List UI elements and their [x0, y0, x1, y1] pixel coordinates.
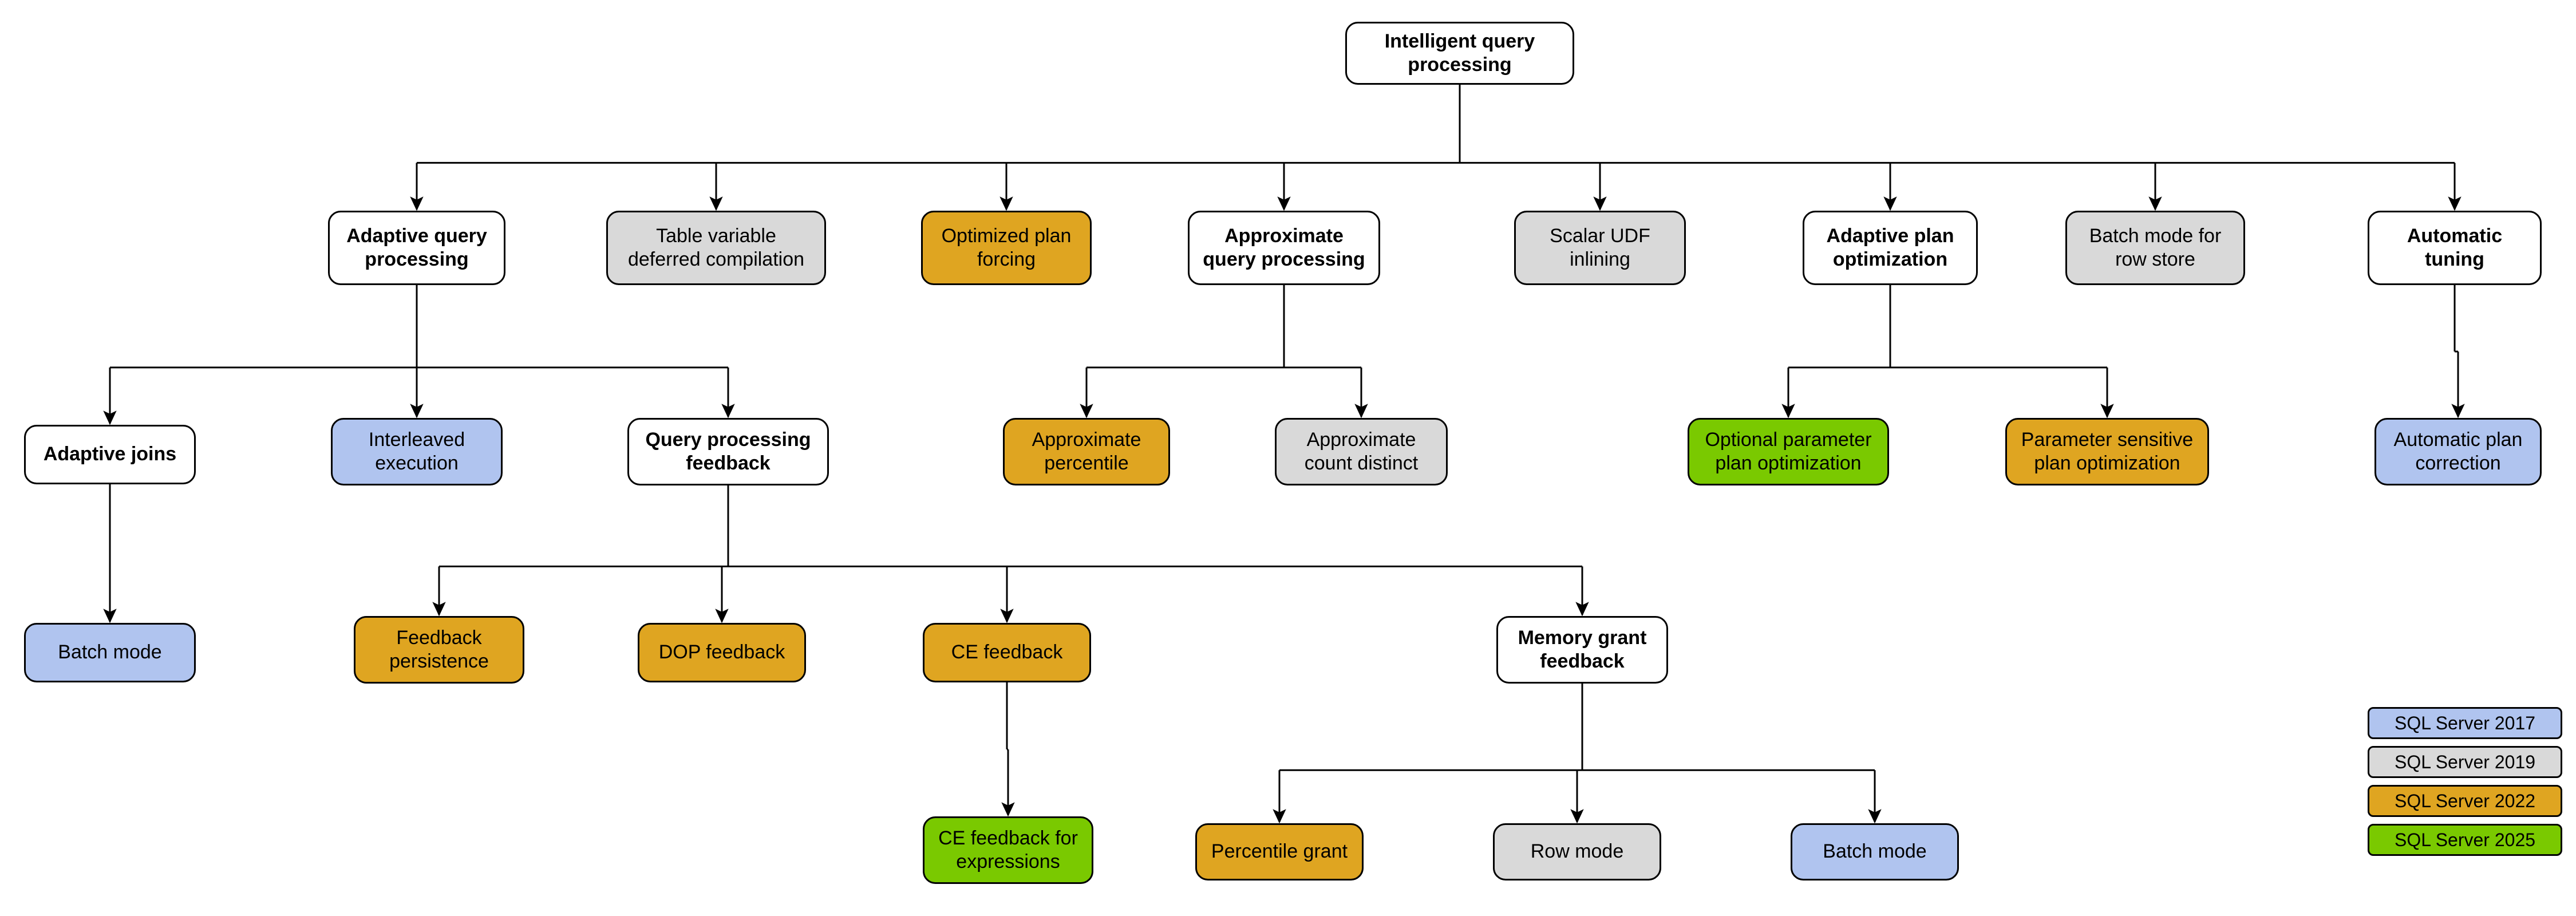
node-label: Row mode — [1530, 840, 1624, 863]
node-adaptive-plan-optimization[interactable]: Adaptive plan optimization — [1803, 211, 1978, 285]
node-label: Adaptive joins — [43, 443, 177, 465]
node-label: Parameter sensitive plan optimization — [2021, 428, 2194, 474]
node-optional-parameter-plan-optimization[interactable]: Optional parameter plan optimization — [1688, 418, 1889, 485]
node-approximate-percentile[interactable]: Approximate percentile — [1003, 418, 1170, 485]
node-adaptive-joins[interactable]: Adaptive joins — [24, 425, 196, 484]
node-label: Approximate count distinct — [1304, 428, 1419, 474]
node-label: Optimized plan forcing — [941, 224, 1072, 270]
node-label: Approximate query processing — [1203, 224, 1365, 270]
legend-item-label: SQL Server 2025 — [2394, 829, 2536, 850]
node-ce-feedback-for-expressions[interactable]: CE feedback for expressions — [923, 816, 1093, 884]
node-intelligent-query-processing[interactable]: Intelligent query processing — [1345, 22, 1574, 85]
node-row-mode[interactable]: Row mode — [1493, 823, 1661, 881]
legend-item-legend-sql-server-2025: SQL Server 2025 — [2368, 824, 2562, 856]
node-parameter-sensitive-plan-optimization[interactable]: Parameter sensitive plan optimization — [2005, 418, 2209, 485]
legend-item-legend-sql-server-2019: SQL Server 2019 — [2368, 746, 2562, 778]
node-label: Batch mode for row store — [2089, 224, 2222, 270]
legend-item-legend-sql-server-2017: SQL Server 2017 — [2368, 707, 2562, 739]
node-interleaved-execution[interactable]: Interleaved execution — [331, 418, 503, 485]
node-label: DOP feedback — [658, 641, 785, 664]
node-approximate-count-distinct[interactable]: Approximate count distinct — [1275, 418, 1448, 485]
node-feedback-persistence[interactable]: Feedback persistence — [354, 616, 524, 684]
node-label: Table variable deferred compilation — [627, 224, 805, 270]
node-automatic-plan-correction[interactable]: Automatic plan correction — [2374, 418, 2542, 485]
node-label: Approximate percentile — [1032, 428, 1141, 474]
node-label: Automatic plan correction — [2393, 428, 2523, 474]
node-label: Feedback persistence — [389, 626, 489, 672]
legend-item-label: SQL Server 2019 — [2394, 751, 2536, 772]
node-label: Automatic tuning — [2407, 224, 2503, 270]
node-label: Scalar UDF inlining — [1550, 224, 1650, 270]
node-label: CE feedback — [951, 641, 1063, 664]
node-scalar-udf-inlining[interactable]: Scalar UDF inlining — [1514, 211, 1686, 285]
legend-item-legend-sql-server-2022: SQL Server 2022 — [2368, 785, 2562, 817]
node-dop-feedback[interactable]: DOP feedback — [638, 623, 806, 682]
node-table-variable-deferred-compilation[interactable]: Table variable deferred compilation — [606, 211, 826, 285]
node-label: Adaptive query processing — [346, 224, 487, 270]
legend-item-label: SQL Server 2022 — [2394, 790, 2536, 811]
node-percentile-grant[interactable]: Percentile grant — [1195, 823, 1364, 881]
node-adaptive-query-processing[interactable]: Adaptive query processing — [328, 211, 505, 285]
node-batch-mode-for-row-store[interactable]: Batch mode for row store — [2065, 211, 2245, 285]
node-label: Percentile grant — [1211, 840, 1348, 863]
node-batch-mode-memory-grant[interactable]: Batch mode — [1791, 823, 1959, 881]
node-ce-feedback[interactable]: CE feedback — [923, 623, 1091, 682]
node-approximate-query-processing[interactable]: Approximate query processing — [1188, 211, 1380, 285]
node-label: Adaptive plan optimization — [1826, 224, 1954, 270]
node-memory-grant-feedback[interactable]: Memory grant feedback — [1496, 616, 1668, 684]
node-label: Intelligent query processing — [1384, 30, 1535, 76]
node-label: Interleaved execution — [368, 428, 465, 474]
node-label: Optional parameter plan optimization — [1705, 428, 1872, 474]
legend-item-label: SQL Server 2017 — [2394, 712, 2536, 733]
node-query-processing-feedback[interactable]: Query processing feedback — [627, 418, 829, 485]
node-optimized-plan-forcing[interactable]: Optimized plan forcing — [921, 211, 1092, 285]
node-label: Query processing feedback — [645, 428, 811, 474]
node-label: CE feedback for expressions — [938, 827, 1078, 872]
node-label: Memory grant feedback — [1518, 626, 1647, 672]
node-label: Batch mode — [58, 641, 162, 664]
node-label: Batch mode — [1823, 840, 1927, 863]
node-batch-mode-adaptive-joins[interactable]: Batch mode — [24, 623, 196, 682]
node-automatic-tuning[interactable]: Automatic tuning — [2368, 211, 2542, 285]
